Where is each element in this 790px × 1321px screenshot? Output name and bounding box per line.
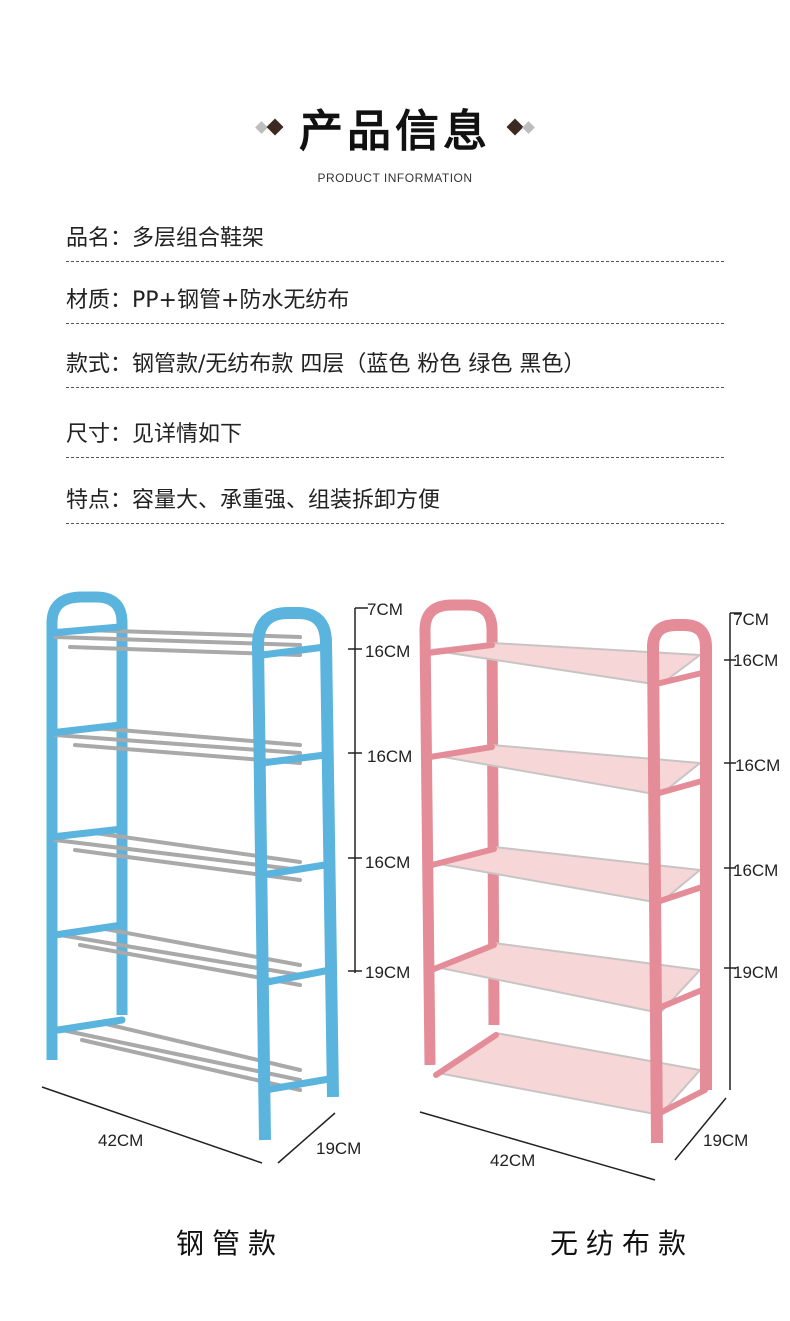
spec-value: 见详情如下 — [132, 422, 243, 447]
height-label: 16CM — [365, 853, 410, 872]
height-label: 16CM — [365, 642, 410, 661]
section-header: 产品信息 PRODUCT INFORMATION — [0, 95, 790, 185]
dashed-divider — [66, 457, 724, 458]
spec-label: 品名： — [66, 226, 133, 251]
fabric-rack-dimensions: 7CM 16CM 16CM 16CM 19CM 42CM 19CM — [419, 610, 780, 1181]
depth-label: 19CM — [316, 1139, 361, 1158]
fabric-rack-caption: 无纺布款 — [550, 1227, 695, 1260]
height-label: 16CM — [733, 651, 778, 670]
height-label: 7CM — [733, 610, 769, 629]
spec-row-material: 材质：PP+钢管+防水无纺布 — [66, 272, 724, 324]
height-label: 16CM — [735, 756, 780, 775]
dashed-divider — [66, 523, 724, 524]
page-title: 产品信息 — [299, 106, 491, 157]
spec-value: 钢管款/无纺布款 四层（蓝色 粉色 绿色 黑色） — [132, 352, 586, 377]
height-label: 16CM — [367, 747, 412, 766]
height-label: 16CM — [733, 861, 778, 880]
steel-rack-dimensions: 7CM 16CM 16CM 16CM 19CM 42CM 19CM — [41, 600, 412, 1164]
product-dimension-diagram: 7CM 16CM 16CM 16CM 19CM 42CM 19CM — [41, 591, 780, 1181]
spec-label: 款式： — [66, 352, 133, 377]
spec-label: 尺寸： — [66, 422, 133, 447]
diamond-ornament-left-icon — [255, 118, 284, 136]
spec-value: 多层组合鞋架 — [132, 226, 265, 251]
diamond-ornament-right-icon — [506, 118, 535, 136]
steel-rack-image — [46, 591, 339, 1141]
width-label: 42CM — [490, 1151, 535, 1170]
spec-row-style: 款式：钢管款/无纺布款 四层（蓝色 粉色 绿色 黑色） — [66, 336, 724, 388]
spec-row-features: 特点：容量大、承重强、组装拆卸方便 — [66, 472, 724, 524]
spec-row-name: 品名：多层组合鞋架 — [66, 210, 724, 262]
fabric-rack-image — [419, 599, 712, 1144]
width-label: 42CM — [98, 1131, 143, 1150]
title-row: 产品信息 — [0, 95, 790, 159]
dashed-divider — [66, 387, 724, 388]
spec-row-size: 尺寸：见详情如下 — [66, 406, 724, 458]
depth-label: 19CM — [703, 1131, 748, 1150]
height-label: 19CM — [733, 963, 778, 982]
spec-value: PP+钢管+防水无纺布 — [132, 288, 350, 313]
dashed-divider — [66, 323, 724, 324]
spec-label: 特点： — [66, 488, 133, 513]
spec-label: 材质： — [66, 288, 133, 313]
height-label: 19CM — [365, 963, 410, 982]
page-subtitle: PRODUCT INFORMATION — [317, 171, 473, 185]
steel-rack-caption: 钢管款 — [176, 1227, 285, 1260]
height-label: 7CM — [367, 600, 403, 619]
dashed-divider — [66, 261, 724, 262]
spec-value: 容量大、承重强、组装拆卸方便 — [132, 488, 441, 513]
